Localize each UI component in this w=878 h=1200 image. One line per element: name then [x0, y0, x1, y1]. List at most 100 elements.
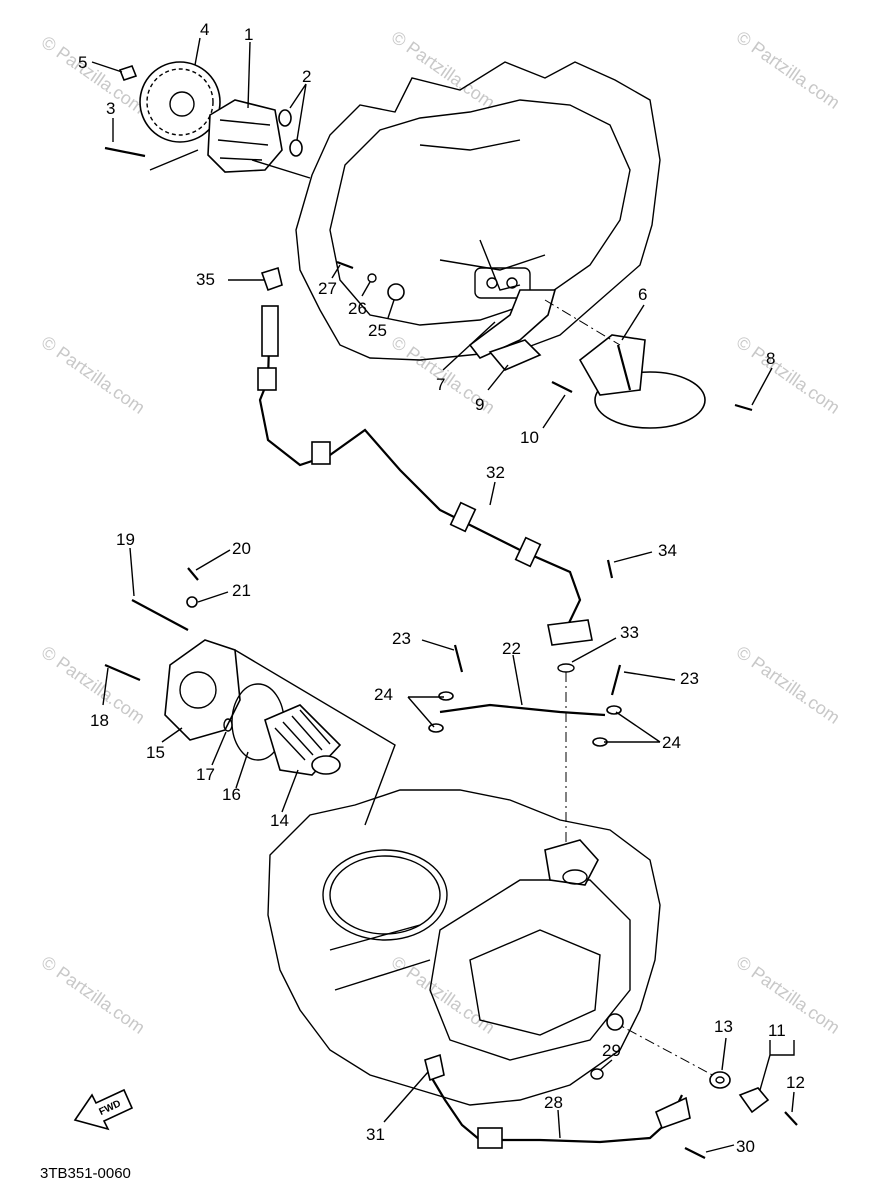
dowel-pin — [278, 109, 292, 127]
watermark: © Partzilla.com — [733, 332, 844, 418]
oil-pipe-22 — [439, 703, 606, 717]
callout-leaders — [91, 37, 795, 1153]
bracket — [468, 289, 557, 359]
oil-pump-drive-gear — [139, 61, 221, 143]
cover-bolt-long — [131, 599, 189, 631]
upper-crankcase-boss — [474, 267, 531, 299]
union-bolt-23 — [453, 644, 464, 673]
bracket-alignment-line — [544, 299, 621, 346]
callout-27: 27 — [318, 279, 337, 298]
upper-crankcase-hole — [486, 277, 498, 289]
stud-27 — [336, 260, 354, 270]
watermark: © Partzilla.com — [388, 27, 499, 113]
filter-cover — [164, 639, 241, 741]
callout-24b: 24 — [662, 733, 681, 752]
callout-3: 3 — [106, 99, 115, 118]
callout-15: 15 — [146, 743, 165, 762]
crankcase-inner-cover — [469, 929, 601, 1036]
plate — [488, 339, 542, 371]
callout-1: 1 — [244, 25, 253, 44]
callout-34: 34 — [658, 541, 677, 560]
crankcase-ribs — [329, 924, 431, 991]
oil-pump-fins — [217, 119, 271, 161]
upper-crankcase-outline — [295, 61, 661, 361]
watermark-layer: © Partzilla.com © Partzilla.com © Partzi… — [38, 27, 844, 1038]
callout-6: 6 — [638, 285, 647, 304]
callout-26: 26 — [348, 299, 367, 318]
circlip — [118, 65, 138, 81]
callout-7: 7 — [436, 375, 445, 394]
bolt-20 — [187, 567, 199, 581]
upper-crankcase-hole — [506, 277, 518, 289]
plate-bolt — [551, 381, 573, 393]
pipe-collar — [257, 367, 277, 391]
upper-crankcase-detail — [419, 139, 546, 291]
hose-clamp — [260, 266, 283, 292]
callout-32: 32 — [486, 463, 505, 482]
pipe-28-flange — [654, 1096, 691, 1130]
callout-23: 23 — [392, 629, 411, 648]
pipe-collar — [449, 501, 477, 533]
washer-21 — [186, 596, 198, 608]
washer-24 — [438, 691, 454, 701]
strainer-pipe — [616, 344, 632, 391]
callout-5: 5 — [78, 53, 87, 72]
drain-gasket-hole — [715, 1076, 725, 1084]
callout-2: 2 — [302, 67, 311, 86]
filter-pleats — [274, 709, 331, 761]
filter-end-cap — [311, 755, 341, 775]
callout-labels: 4 1 2 5 3 6 7 8 9 10 35 27 26 25 32 34 1… — [78, 20, 805, 1156]
fitting-25 — [387, 283, 405, 301]
callout-14: 14 — [270, 811, 289, 830]
callout-28: 28 — [544, 1093, 563, 1112]
drain-port — [606, 1013, 624, 1031]
gear-teeth-ring — [146, 68, 214, 136]
callout-10: 10 — [520, 428, 539, 447]
watermark: © Partzilla.com — [733, 952, 844, 1038]
callout-25: 25 — [368, 321, 387, 340]
oil-pump-body — [207, 99, 283, 173]
drain-bolt-11 — [738, 1087, 770, 1114]
callout-24: 24 — [374, 685, 393, 704]
watermark: © Partzilla.com — [38, 332, 149, 418]
strainer-bolt — [734, 403, 753, 412]
pipe-flange — [547, 619, 593, 646]
watermark: © Partzilla.com — [38, 952, 149, 1038]
pipe-hose-end — [261, 305, 279, 357]
drain-alignment-line — [609, 1019, 719, 1079]
callout-22: 22 — [502, 639, 521, 658]
callout-20: 20 — [232, 539, 251, 558]
washer-24 — [428, 723, 444, 733]
callout-19: 19 — [116, 530, 135, 549]
pump-leader-lines — [149, 149, 311, 179]
callout-30: 30 — [736, 1137, 755, 1156]
callout-21: 21 — [232, 581, 251, 600]
diagram-code: 3TB351-0060 — [40, 1165, 131, 1182]
oring-29 — [590, 1068, 604, 1080]
oring-26 — [367, 273, 377, 283]
fwd-arrow-icon: FWD — [73, 1088, 134, 1131]
callout-17: 17 — [196, 765, 215, 784]
callout-4: 4 — [200, 20, 209, 39]
cover-bolt-short — [104, 663, 141, 682]
oil-passage-boss — [544, 839, 599, 886]
bolt-34 — [606, 559, 614, 579]
callout-8: 8 — [766, 349, 775, 368]
watermark: © Partzilla.com — [733, 642, 844, 728]
oil-delivery-pipe — [258, 309, 582, 626]
lower-crankcase-outline — [267, 789, 661, 1106]
pipe-collar — [514, 536, 542, 568]
screw-12 — [784, 1111, 798, 1126]
dowel-pin — [289, 139, 303, 157]
oil-pump-group — [104, 61, 311, 179]
union-bolt-23b — [610, 664, 622, 696]
callout-16: 16 — [222, 785, 241, 804]
cylinder-bore-inner — [329, 855, 441, 935]
pipe-28-collar — [477, 1127, 503, 1149]
strainer-housing — [578, 334, 646, 396]
fitting-31 — [424, 1053, 445, 1082]
upper-crankcase-inner — [329, 99, 631, 326]
callout-29: 29 — [602, 1041, 621, 1060]
